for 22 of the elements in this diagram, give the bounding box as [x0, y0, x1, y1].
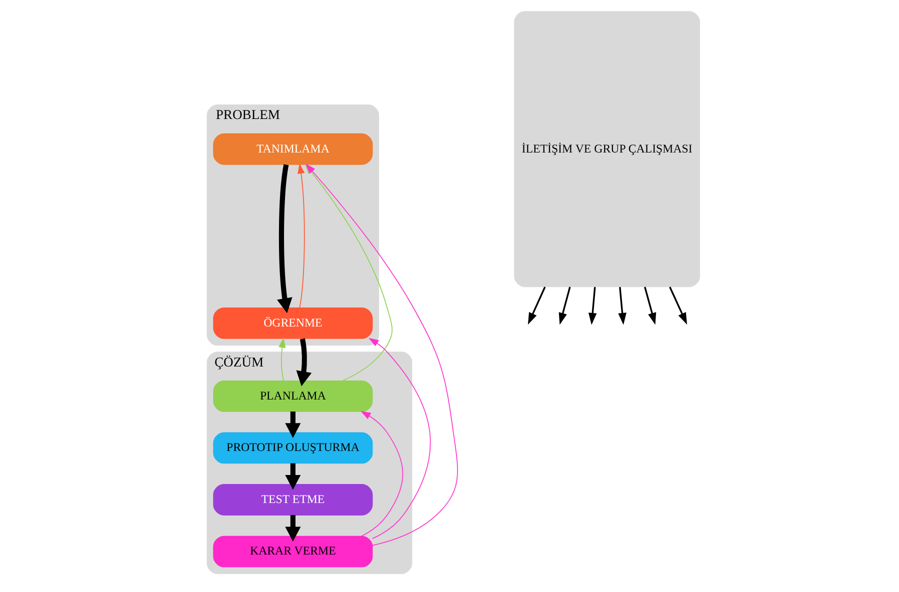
node-box: ÖGRENME	[212, 307, 372, 339]
arrow	[527, 286, 546, 325]
arrow	[368, 338, 430, 539]
arrow	[278, 338, 286, 382]
node-box: TEST ETME	[212, 484, 372, 516]
node-box: KARAR VERME	[212, 536, 372, 568]
arrow	[360, 410, 403, 537]
arrow	[588, 286, 596, 325]
arrow	[644, 286, 656, 325]
arrow	[284, 463, 300, 490]
node-box: PLANLAMA	[212, 380, 372, 412]
arrow	[668, 286, 687, 325]
arrow	[284, 412, 300, 438]
arrow	[618, 286, 626, 325]
arrow	[297, 163, 304, 308]
arrow	[558, 286, 570, 325]
arrow	[296, 338, 312, 386]
arrow	[276, 164, 292, 314]
arrow	[284, 515, 300, 542]
node-box: İLETİŞİM VE GRUP ÇALIŞMASI	[514, 11, 700, 288]
node-box: TANIMLAMA	[212, 133, 372, 165]
node-box: PROTOTIP OLUŞTURMA	[212, 432, 372, 464]
